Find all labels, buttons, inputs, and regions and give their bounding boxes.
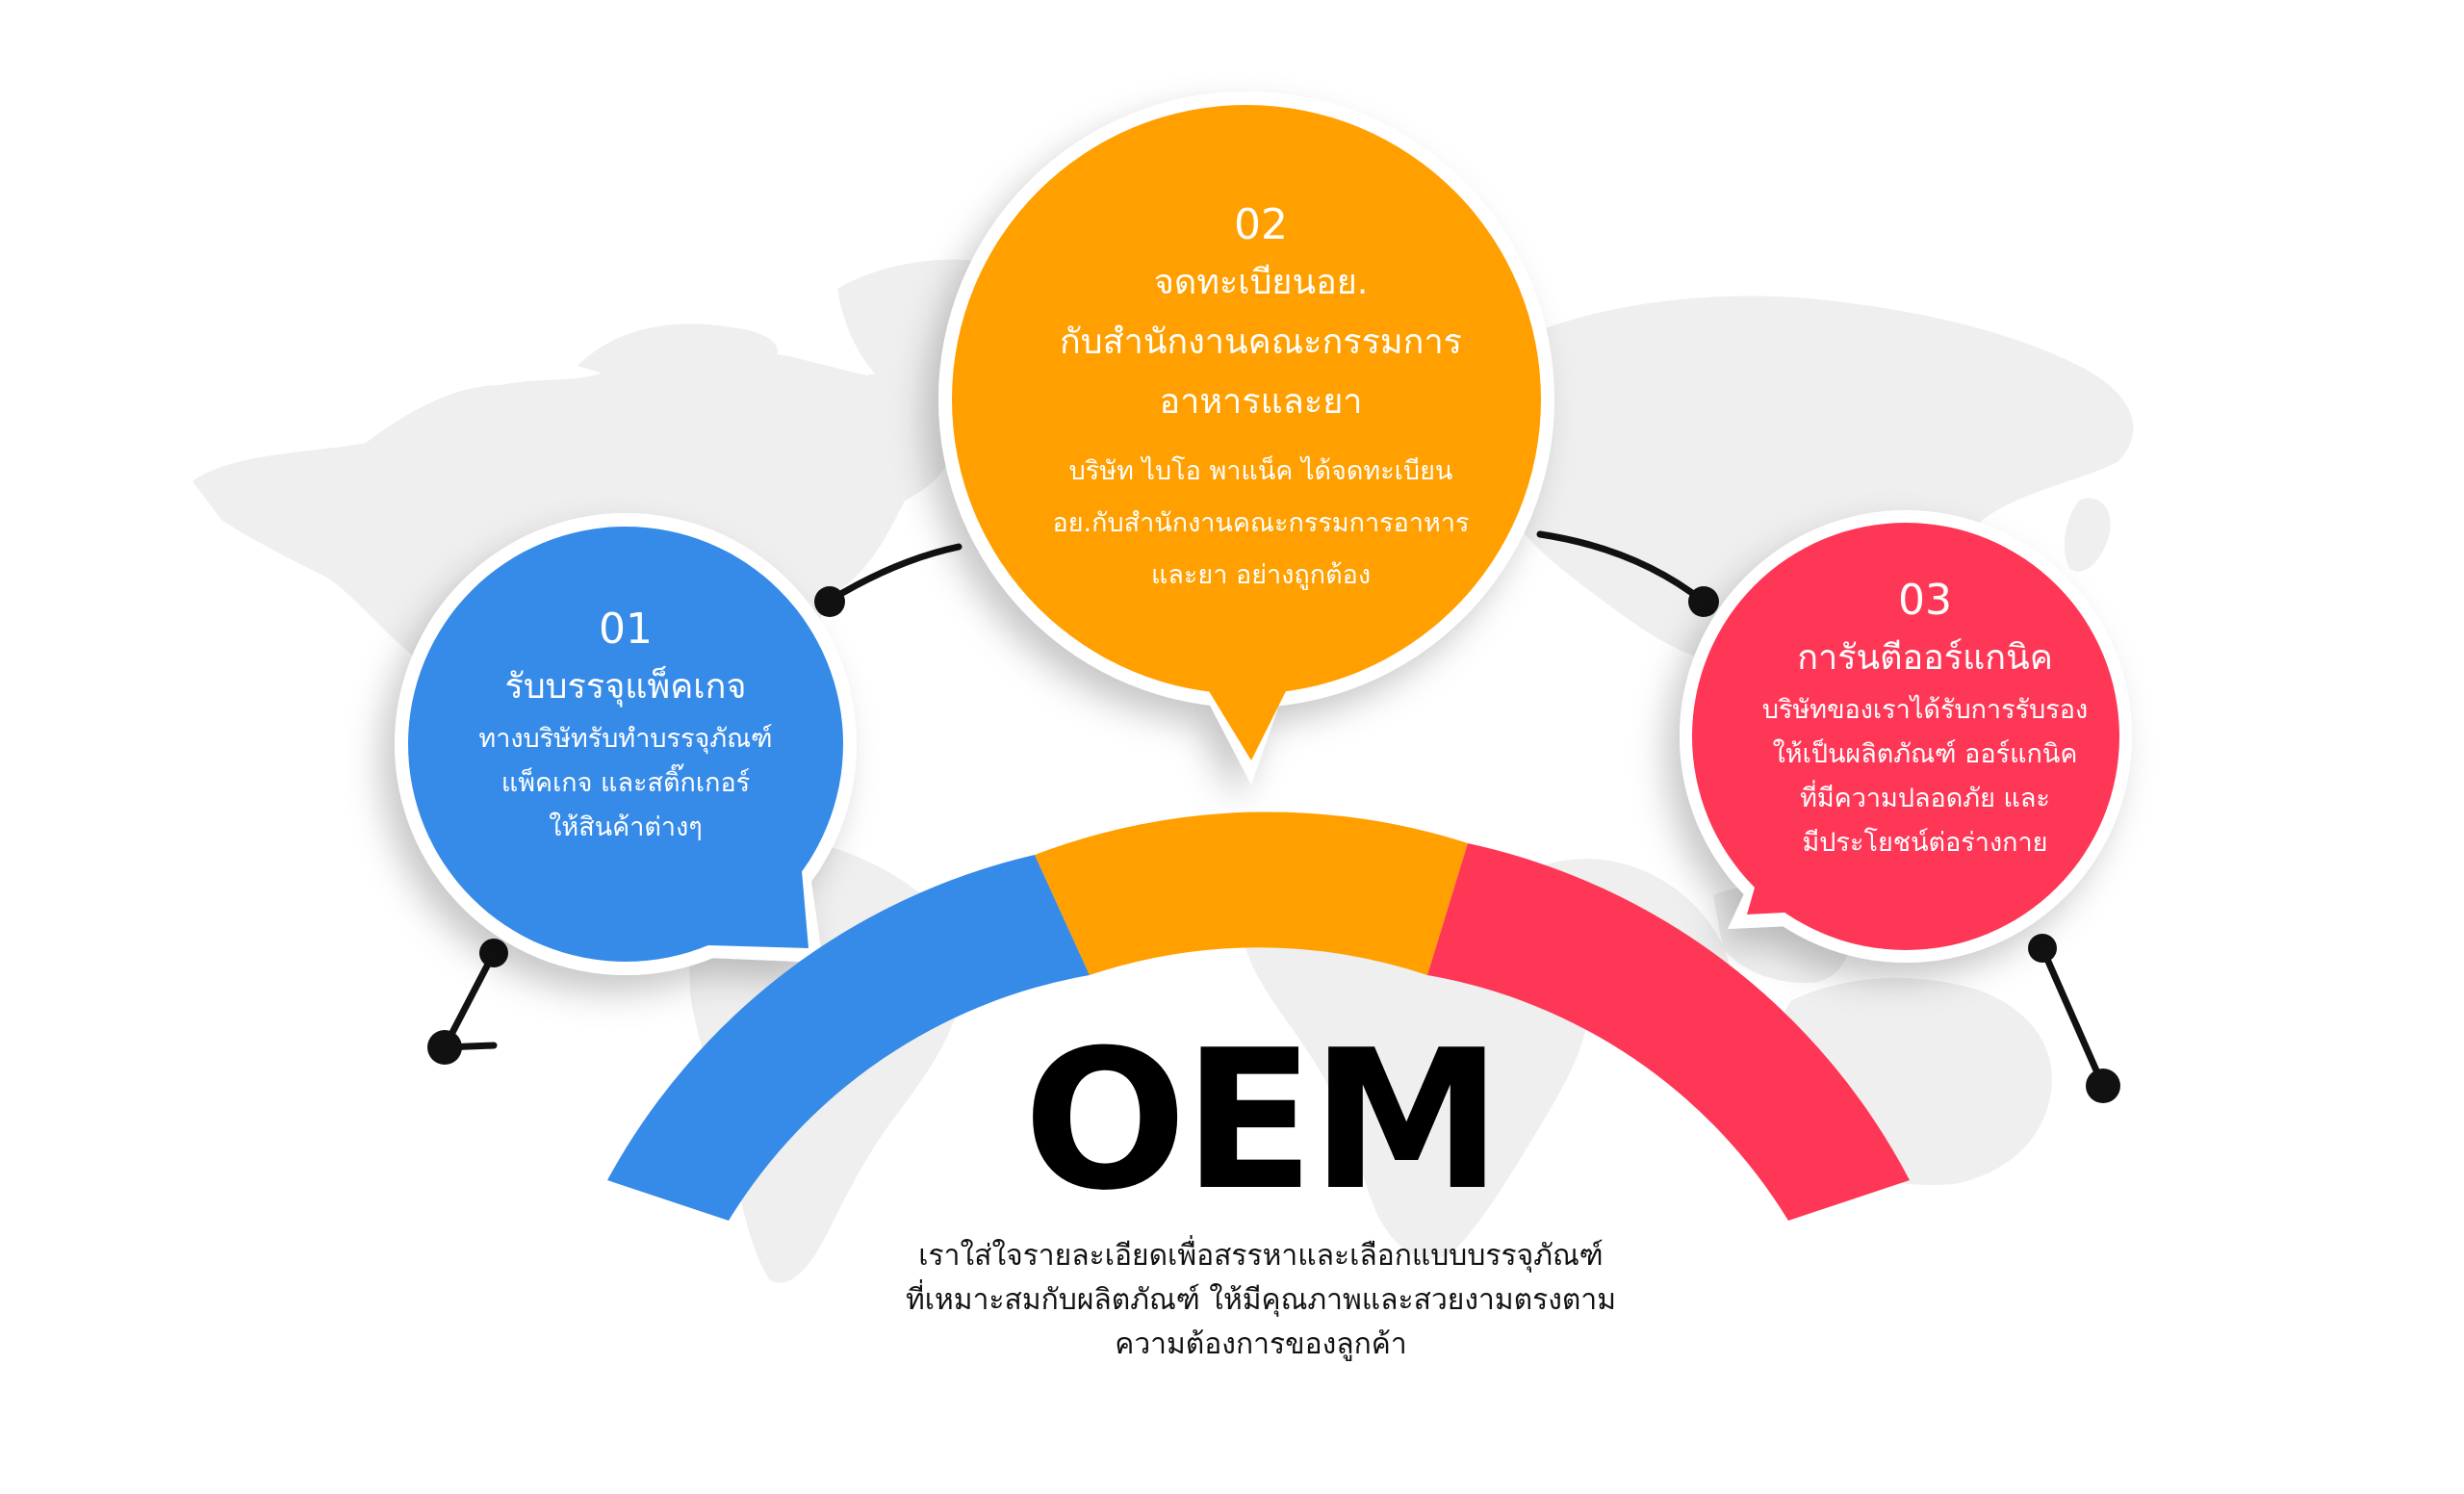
tagline-line: เราใส่ใจรายละเอียดเพื่อสรรหาและเลือกแบบบ… bbox=[918, 1239, 1604, 1273]
connector-step-03-pin bbox=[2039, 944, 2107, 1090]
map-asia bbox=[1483, 296, 2134, 668]
step-03-content: 03 การันตีออร์แกนิค บริษัทของเราได้รับกา… bbox=[1723, 573, 2127, 865]
oem-label: OEM bbox=[1023, 1009, 1502, 1233]
step-01-description-line: ทางบริษัทรับทำบรรจุภัณฑ์ bbox=[478, 724, 773, 754]
step-03-number: 03 bbox=[1898, 576, 1952, 625]
step-03-description-line: ที่มีความปลอดภัย และ bbox=[1800, 784, 2050, 813]
step-01-title: รับบรรจุแพ็คเกจ bbox=[504, 667, 747, 707]
step-02-number: 02 bbox=[1234, 200, 1288, 249]
step-03-description-line: บริษัทของเราได้รับการรับรอง bbox=[1761, 695, 2089, 725]
step-02-description-line: บริษัท ไบโอ พาแน็ค ได้จดทะเบียน bbox=[1068, 456, 1453, 486]
connector-dot bbox=[2028, 934, 2057, 963]
step-02-title-line: จดทะเบียนอย. bbox=[1153, 263, 1369, 302]
tagline-line: ความต้องการของลูกค้า bbox=[1115, 1327, 1407, 1361]
step-03-description-line: มีประโยชน์ต่อร่างกาย bbox=[1802, 828, 2048, 858]
map-canada-islands bbox=[578, 323, 778, 380]
connector-dot bbox=[2086, 1069, 2120, 1103]
arch-segment-orange bbox=[1035, 811, 1468, 975]
step-02-description-line: อย.กับสำนักงานคณะกรรมการอาหาร bbox=[1052, 508, 1470, 538]
step-02-title-line: อาหารและยา bbox=[1159, 382, 1363, 422]
map-japan bbox=[2064, 498, 2111, 572]
connector-step-03 bbox=[1536, 530, 1707, 605]
tagline-line: ที่เหมาะสมกับผลิตภัณฑ์ ให้มีคุณภาพและสวย… bbox=[905, 1283, 1616, 1317]
connector-dot bbox=[814, 586, 845, 617]
step-03-title: การันตีออร์แกนิค bbox=[1797, 638, 2053, 678]
step-03-circle bbox=[1692, 523, 2119, 950]
step-02-circle bbox=[952, 105, 1541, 760]
step-03-description-line: ให้เป็นผลิตภัณฑ์ ออร์แกนิค bbox=[1772, 739, 2078, 769]
connector-dot bbox=[479, 939, 508, 967]
arch-segment-blue bbox=[607, 855, 1090, 1221]
step-01-description-line: ให้สินค้าต่างๆ bbox=[549, 812, 703, 842]
arch-segment-red bbox=[1427, 843, 1910, 1221]
step-02-title-line: กับสำนักงานคณะกรรมการ bbox=[1059, 322, 1462, 362]
connector-step-01-pin bbox=[441, 949, 498, 1051]
connector-step-01 bbox=[824, 543, 962, 605]
tagline: เราใส่ใจรายละเอียดเพื่อสรรหาและเลือกแบบบ… bbox=[847, 1234, 1675, 1367]
step-01-number: 01 bbox=[599, 605, 653, 654]
step-01-description-line: แพ็คเกจ และสติ๊กเกอร์ bbox=[500, 768, 751, 798]
step-01-content: 01 รับบรรจุแพ็คเกจ ทางบริษัทรับทำบรรจุภั… bbox=[443, 602, 808, 850]
step-02-description-line: และยา อย่างถูกต้อง bbox=[1150, 560, 1372, 590]
connector-dot bbox=[427, 1030, 462, 1065]
connector-dot bbox=[1688, 586, 1719, 617]
step-02-content: 02 จดทะเบียนอย. กับสำนักงานคณะกรรมการ อา… bbox=[1001, 197, 1521, 602]
step-01-circle bbox=[408, 527, 843, 962]
oem-arch bbox=[607, 811, 1910, 1221]
connector-dots bbox=[427, 586, 2120, 1103]
